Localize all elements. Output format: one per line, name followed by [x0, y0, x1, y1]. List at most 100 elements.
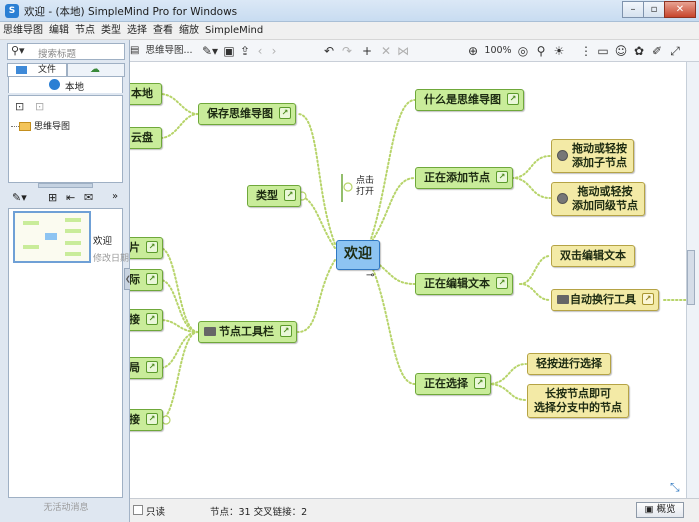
brush-icon[interactable]: ✐: [651, 44, 663, 58]
link-icon[interactable]: ↗: [474, 377, 486, 389]
back-icon[interactable]: ⇤: [66, 191, 76, 204]
fullscreen-icon[interactable]: ⤢: [670, 44, 680, 58]
link-icon[interactable]: ↗: [146, 313, 158, 325]
node-center[interactable]: 欢迎: [336, 240, 380, 270]
node-style[interactable]: 类型↗: [247, 185, 301, 207]
mail-icon[interactable]: ✉: [84, 191, 94, 204]
node-cloud-drive[interactable]: 云盘: [130, 127, 162, 149]
link-icon[interactable]: ↗: [279, 107, 291, 119]
layout-icon[interactable]: ◎: [517, 44, 529, 58]
tab-files[interactable]: 文件: [7, 63, 67, 77]
node-drag-add-sibling[interactable]: 拖动或轻按 添加同级节点: [551, 182, 645, 216]
properties-icon[interactable]: ⋮: [580, 44, 592, 58]
menu-bar: 思维导图编辑节点类型选择查看缩放 SimpleMind: [0, 22, 699, 40]
undo-icon[interactable]: ↶: [323, 44, 335, 58]
relation-icon[interactable]: ⋈: [397, 44, 409, 58]
new-folder-icon[interactable]: ⊡: [15, 100, 25, 113]
app-icon: S: [5, 4, 19, 18]
back-icon[interactable]: ‹: [257, 44, 263, 58]
add-node-button[interactable]: +: [361, 44, 373, 58]
menu-view[interactable]: 查看: [153, 25, 173, 36]
thumbnail-preview: [23, 218, 81, 256]
menu-zoom[interactable]: 缩放: [179, 25, 199, 36]
overview-button[interactable]: ▣ 概览: [636, 502, 684, 518]
activity-message: 无活动消息: [43, 503, 89, 513]
note-icon[interactable]: ▭: [597, 44, 609, 58]
node-save-mindmap[interactable]: 保存思维导图↗: [198, 103, 296, 125]
node-editing-text[interactable]: 正在编辑文本↗: [415, 273, 513, 295]
link-icon[interactable]: ↗: [642, 293, 654, 305]
menu-node[interactable]: 节点: [75, 25, 95, 36]
mindmap-dropdown[interactable]: 思维导图...: [145, 45, 193, 56]
node-long-press-select[interactable]: 长按节点即可 选择分支中的节点: [527, 384, 629, 418]
edit-icon[interactable]: ✎▾: [12, 191, 27, 204]
link-icon[interactable]: ↗: [284, 189, 296, 201]
node-what-is-mindmap[interactable]: 什么是思维导图↗: [415, 89, 524, 111]
expand-icon[interactable]: ⤡: [670, 480, 680, 494]
search-icon: ⚲▾: [11, 44, 25, 57]
delete-icon[interactable]: ✕: [380, 44, 392, 58]
mindmap-canvas[interactable]: 欢迎 ⊸ 什么是思维导图↗ 正在添加节点↗ 正在编辑文本↗ 正在选择↗ 拖动或轻…: [130, 62, 686, 498]
node-links[interactable]: 接↗: [130, 309, 163, 331]
mindmap-thumbnail[interactable]: [13, 211, 91, 263]
find-icon[interactable]: ⚲: [536, 44, 546, 58]
node-handle-icon[interactable]: ⊸: [366, 270, 375, 281]
readonly-checkbox[interactable]: [133, 505, 143, 515]
save-icon[interactable]: ▣: [223, 44, 235, 58]
node-adding-nodes[interactable]: 正在添加节点↗: [415, 167, 513, 189]
sidebar-tabs: 文件 ☁: [7, 63, 125, 77]
node-layout[interactable]: 局↗: [130, 357, 163, 379]
more-icon[interactable]: »: [112, 191, 119, 202]
palette-icon[interactable]: ✿: [633, 44, 645, 58]
node-tap-select[interactable]: 轻按进行选择: [527, 353, 611, 375]
link-icon[interactable]: ↗: [146, 241, 158, 253]
link-icon[interactable]: ↗: [146, 361, 158, 373]
link-icon[interactable]: ↗: [507, 93, 519, 105]
panel-splitter[interactable]: [38, 183, 93, 188]
link-icon[interactable]: ↗: [496, 277, 508, 289]
emoji-icon[interactable]: ☺: [614, 44, 628, 58]
node-images[interactable]: 片↗: [130, 237, 163, 259]
import-icon[interactable]: ⊞: [48, 191, 58, 204]
link-icon[interactable]: ↗: [280, 325, 292, 337]
menu-select[interactable]: 选择: [127, 25, 147, 36]
edit-icon[interactable]: ✎▾: [201, 44, 219, 58]
restore-button[interactable]: ▫: [643, 1, 665, 18]
node-connect[interactable]: 接↗: [130, 409, 163, 431]
node-drag-add-child[interactable]: 拖动或轻按 添加子节点: [551, 139, 634, 173]
cloud-icon: ☁: [90, 64, 100, 75]
plus-circle-icon: [557, 150, 568, 161]
link-icon[interactable]: ↗: [496, 171, 508, 183]
share-icon[interactable]: ⇪: [239, 44, 251, 58]
node-auto-wrap-tool[interactable]: 自动换行工具↗: [551, 289, 659, 311]
minimize-button[interactable]: –: [622, 1, 644, 18]
zoom-level-dropdown[interactable]: 100%: [484, 45, 512, 56]
document-modified: 修改日期: [93, 254, 130, 264]
menu-edit[interactable]: 编辑: [49, 25, 69, 36]
node-local[interactable]: 本地: [130, 83, 162, 105]
node-cross-links[interactable]: 际↗: [130, 269, 163, 291]
right-panel-toggle[interactable]: [687, 250, 695, 305]
redo-icon[interactable]: ↷: [341, 44, 353, 58]
node-double-click-edit[interactable]: 双击编辑文本: [551, 245, 635, 267]
folder-icon: [16, 66, 27, 74]
lightbulb-icon[interactable]: ☀: [553, 44, 565, 58]
search-input[interactable]: ⚲▾ 搜索标题: [7, 43, 125, 60]
node-selecting[interactable]: 正在选择↗: [415, 373, 491, 395]
menu-simplemind[interactable]: SimpleMind: [205, 25, 264, 36]
tab-cloud[interactable]: ☁: [67, 63, 125, 77]
forward-icon[interactable]: ›: [271, 44, 277, 58]
new-mindmap-icon[interactable]: ⊡: [35, 100, 45, 113]
close-button[interactable]: ✕: [664, 1, 696, 18]
window-title: 欢迎 - (本地) SimpleMind Pro for Windows: [24, 6, 238, 18]
sidebar-item-local[interactable]: 本地: [8, 77, 123, 93]
main-toolbar: ▤ 思维导图... ✎▾ ▣ ⇪ ‹ › ↶ ↷ + ✕ ⋈ ⊕ 100% ◎ …: [130, 40, 699, 62]
local-label: 本地: [65, 82, 85, 93]
menu-style[interactable]: 类型: [101, 25, 121, 36]
menu-mindmap[interactable]: 思维导图: [3, 25, 43, 36]
document-icon: ▤: [130, 45, 140, 56]
node-toolbar[interactable]: 节点工具栏↗: [198, 321, 297, 343]
link-icon[interactable]: ↗: [146, 273, 158, 285]
folder-label[interactable]: 思维导图: [34, 122, 71, 132]
link-icon[interactable]: ↗: [146, 413, 158, 425]
